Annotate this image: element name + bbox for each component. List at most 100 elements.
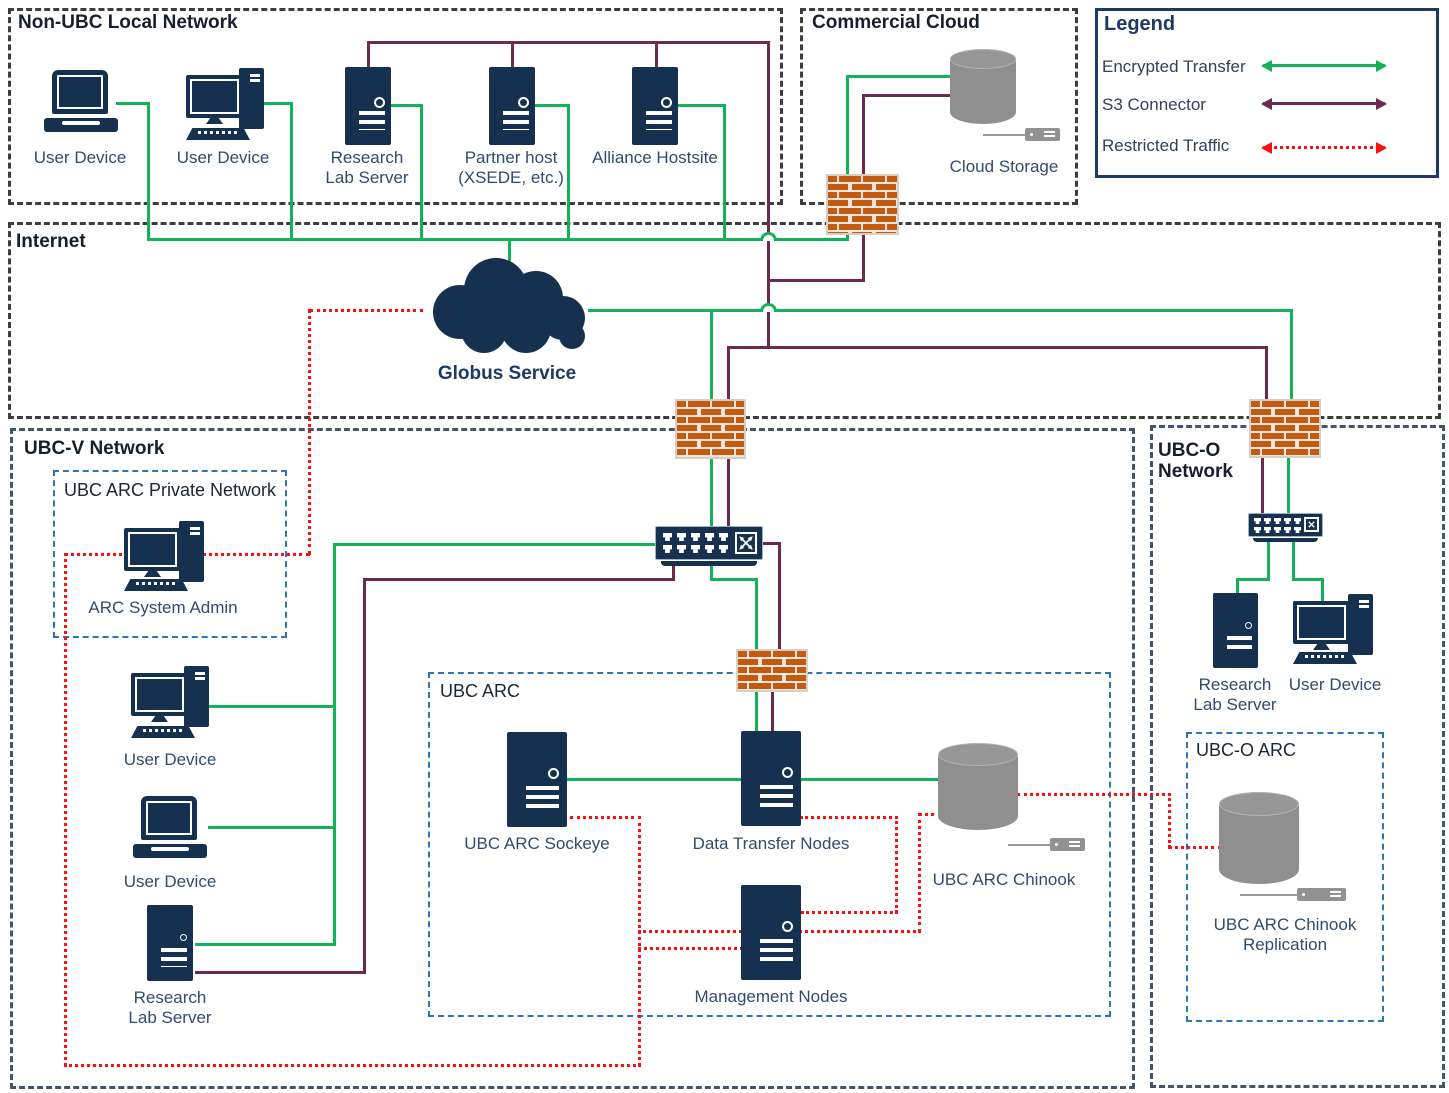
desktop-stand	[151, 716, 168, 722]
desktop-keyboard	[131, 726, 195, 738]
device-label: Data Transfer Nodes	[692, 834, 850, 853]
encrypted-line	[333, 543, 336, 946]
ubc-arc-private-title: UBC ARC Private Network	[64, 480, 277, 500]
ubc-v-network-box	[10, 428, 1135, 1089]
s3-line	[195, 971, 366, 974]
encrypted-line	[208, 826, 336, 829]
switch-port	[1284, 527, 1291, 533]
encrypted-line	[567, 104, 570, 241]
legend-item-restricted: Restricted Traffic	[1102, 136, 1230, 155]
device-label: Management Nodes	[694, 987, 848, 1006]
encrypted-line	[846, 75, 952, 78]
s3-line	[655, 41, 658, 69]
encrypted-line	[710, 309, 713, 401]
desktop-monitor	[1293, 601, 1350, 644]
desktop-icon	[1293, 594, 1373, 664]
restricted-arrow-icon	[1261, 141, 1387, 154]
desktop-keyboard	[1293, 652, 1357, 664]
s3-arrow-icon	[1261, 97, 1387, 110]
encrypted-line	[710, 456, 713, 530]
switch-port	[1284, 518, 1291, 524]
encrypted-line	[1267, 538, 1270, 581]
dongle-cable	[1240, 894, 1301, 896]
s3-line	[771, 688, 774, 735]
non-ubc-local-network-box	[8, 8, 783, 205]
encrypted-line	[710, 578, 758, 581]
storage-cylinder-icon	[1219, 792, 1299, 884]
device-label: Alliance Hostsite	[592, 148, 718, 167]
s3-line	[767, 279, 865, 282]
encrypted-line	[567, 778, 742, 781]
device-label: User Device	[123, 872, 217, 891]
s3-line	[363, 578, 366, 974]
desktop-tower	[184, 666, 209, 727]
server-icon	[741, 885, 801, 980]
network-switch-icon	[655, 526, 763, 566]
restricted-line	[895, 816, 898, 913]
encrypted-line	[723, 104, 726, 241]
switch-base	[661, 561, 757, 566]
desktop-monitor	[124, 528, 181, 571]
dongle-body	[1297, 888, 1346, 901]
desktop-keyboard	[124, 579, 188, 591]
switch-port	[1294, 527, 1301, 533]
encrypted-line	[290, 102, 293, 241]
s3-line	[767, 41, 770, 349]
switch-port	[1274, 527, 1281, 533]
encrypted-line	[1292, 578, 1324, 581]
desktop-tower	[179, 521, 204, 582]
s3-line	[1261, 456, 1264, 517]
device-label: User Device	[1288, 675, 1382, 694]
device-label: User Device	[123, 750, 217, 769]
switch-crossover-icon	[735, 532, 757, 554]
encrypted-line	[258, 102, 293, 105]
switch-port	[1254, 527, 1261, 533]
restricted-line	[308, 309, 311, 555]
commercial-cloud-title: Commercial Cloud	[812, 12, 980, 33]
encrypted-line	[390, 104, 423, 107]
device-label: UBC ARC Chinook	[932, 870, 1076, 889]
switch-base	[1253, 538, 1318, 542]
encrypted-line	[116, 102, 150, 105]
desktop-tower	[239, 68, 264, 129]
server-icon	[741, 731, 801, 826]
s3-line	[778, 542, 781, 654]
switch-port	[677, 533, 686, 541]
s3-line	[862, 230, 865, 282]
server-icon	[345, 67, 391, 145]
encrypted-line	[420, 104, 423, 241]
laptop-icon	[133, 796, 207, 858]
internet-title: Internet	[16, 231, 86, 252]
arrowhead-left	[1261, 97, 1272, 110]
laptop-screen	[141, 796, 197, 840]
encrypted-line	[755, 688, 758, 735]
s3-line	[511, 41, 514, 69]
legend-item-s3: S3 Connector	[1102, 95, 1206, 114]
encrypted-line	[755, 578, 758, 652]
switch-port	[719, 533, 728, 541]
encrypted-line	[508, 238, 511, 266]
server-icon	[147, 905, 193, 981]
encrypted-line	[147, 238, 849, 241]
desktop-icon	[124, 521, 204, 591]
switch-port	[691, 545, 700, 553]
arrowhead-left	[1261, 59, 1272, 72]
connector-dongle-icon	[1008, 836, 1088, 854]
encrypted-line	[710, 561, 713, 581]
encrypted-line	[333, 543, 657, 546]
device-label: UBC ARC Chinook Replication	[1213, 915, 1357, 954]
firewall-icon	[736, 649, 808, 692]
restricted-line	[1168, 793, 1171, 848]
firewall-icon	[826, 174, 899, 235]
ubc-o-arc-title: UBC-O ARC	[1196, 740, 1297, 760]
restricted-line	[918, 813, 921, 932]
server-icon	[489, 67, 535, 145]
encrypted-line	[1321, 578, 1324, 610]
encrypted-line	[1236, 578, 1270, 581]
storage-cylinder-icon	[938, 743, 1018, 830]
restricted-line	[638, 816, 641, 1066]
encrypted-line	[846, 230, 849, 241]
encrypted-line	[535, 104, 570, 107]
dongle-body	[1024, 128, 1060, 141]
